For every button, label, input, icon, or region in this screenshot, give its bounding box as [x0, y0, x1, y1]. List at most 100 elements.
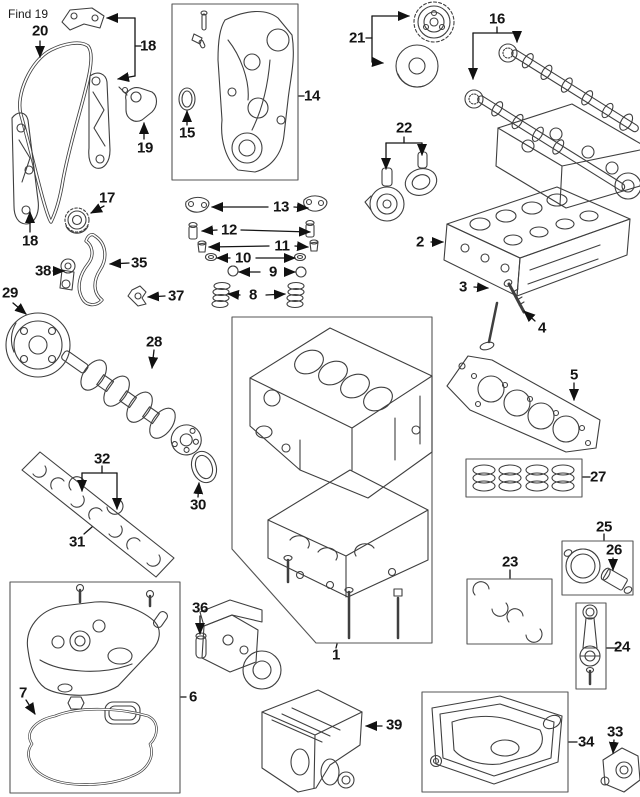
callout-15[interactable]: 15: [178, 124, 196, 142]
piston-rings-box: [465, 458, 583, 498]
callout-3[interactable]: 3: [458, 278, 468, 296]
piston-box: [561, 540, 634, 596]
callout-20[interactable]: 20: [31, 22, 49, 40]
spring-retainer-right: [293, 252, 307, 262]
valve-spring-left: [211, 281, 231, 309]
callout-12[interactable]: 12: [220, 221, 238, 239]
callout-26[interactable]: 26: [605, 541, 623, 559]
callout-18-bottom[interactable]: 18: [21, 232, 39, 250]
callout-37[interactable]: 37: [167, 287, 185, 305]
callout-35[interactable]: 35: [130, 254, 148, 272]
callout-1[interactable]: 1: [331, 646, 341, 664]
rod-bearing-shells: [472, 581, 543, 643]
valve-cover-box: [9, 581, 181, 794]
callout-27[interactable]: 27: [589, 468, 607, 486]
chain-guide-right: [88, 72, 111, 169]
callout-19[interactable]: 19: [136, 139, 154, 157]
cylinder-head: [443, 186, 631, 297]
valve-spring-right: [286, 281, 305, 309]
piston-ring-sets: [472, 464, 575, 492]
oil-control-valves: [364, 151, 438, 222]
main-bearing-set: [21, 451, 175, 578]
oil-pan: [429, 695, 563, 785]
head-bolt: [503, 279, 526, 314]
callout-4[interactable]: 4: [537, 319, 547, 337]
callout-22[interactable]: 22: [395, 119, 413, 137]
callout-38[interactable]: 38: [34, 262, 52, 280]
oil-cooler: [600, 747, 640, 793]
chain-tensioner: [118, 86, 158, 122]
callout-14[interactable]: 14: [303, 87, 321, 105]
valve-cover: [26, 583, 169, 725]
timing-cover-box: [171, 3, 299, 181]
callout-5[interactable]: 5: [569, 366, 579, 384]
piston-and-pin: [563, 548, 633, 594]
oil-pump-chain: [77, 233, 107, 307]
callout-2[interactable]: 2: [415, 233, 425, 251]
lower-crankcase: [267, 469, 429, 598]
valve-keeper-left: [197, 240, 207, 253]
callout-leaders: [12, 11, 620, 754]
vvt-sprockets: [395, 1, 455, 88]
callout-16[interactable]: 16: [488, 10, 506, 28]
callout-36[interactable]: 36: [191, 599, 209, 617]
spring-seat-left: [227, 265, 239, 277]
crankshaft: [61, 350, 202, 456]
callout-34[interactable]: 34: [577, 733, 595, 751]
callout-28[interactable]: 28: [145, 333, 163, 351]
timing-chain: [18, 41, 93, 224]
callout-13[interactable]: 13: [272, 198, 290, 216]
timing-cover: [217, 10, 294, 173]
block-bolts: [283, 554, 403, 640]
balance-shaft-module: [261, 689, 363, 793]
crank-sprocket: [64, 207, 90, 234]
camshafts: [464, 43, 640, 209]
callout-9[interactable]: 9: [268, 263, 278, 281]
callout-21[interactable]: 21: [348, 29, 366, 47]
callout-32[interactable]: 32: [93, 450, 111, 468]
callout-18-top[interactable]: 18: [139, 37, 157, 55]
lash-adjuster-right: [305, 219, 315, 238]
callout-6[interactable]: 6: [188, 688, 198, 706]
valve-cover-gasket: [27, 707, 158, 786]
oil-pump: [195, 599, 282, 690]
chain-bracket: [61, 7, 105, 31]
callout-25[interactable]: 25: [595, 518, 613, 536]
callout-24[interactable]: 24: [613, 638, 631, 656]
callout-33[interactable]: 33: [606, 723, 624, 741]
callout-10[interactable]: 10: [234, 249, 252, 267]
chain-guide-left: [11, 112, 39, 225]
cylinder-block: [249, 327, 433, 499]
rocker-arm-right: [303, 195, 328, 212]
chain-tensioner-arm: [59, 258, 76, 291]
callout-39[interactable]: 39: [385, 716, 403, 734]
connecting-rod: [579, 604, 601, 686]
callout-31[interactable]: 31: [68, 533, 86, 551]
callout-7[interactable]: 7: [18, 684, 28, 702]
group-boxes: [9, 3, 634, 794]
find-instruction: Find 19: [8, 7, 49, 21]
lash-adjuster-left: [188, 221, 198, 240]
rod-bearings-box: [466, 578, 553, 645]
front-seal: [178, 87, 196, 111]
cover-bolts: [191, 10, 208, 49]
rear-seal: [190, 450, 218, 484]
spring-seat-right: [295, 266, 307, 278]
callout-23[interactable]: 23: [501, 553, 519, 571]
callout-17[interactable]: 17: [98, 189, 116, 207]
callout-30[interactable]: 30: [189, 496, 207, 514]
callout-11[interactable]: 11: [274, 237, 290, 255]
engine-block-box: [231, 316, 433, 644]
small-bracket-37: [127, 285, 147, 307]
head-gasket: [446, 355, 601, 453]
rocker-arm-left: [185, 196, 210, 213]
crank-pulley: [5, 312, 71, 378]
thrust-bearings: [68, 476, 124, 515]
valve-keeper-right: [309, 239, 319, 252]
connecting-rod-box: [575, 602, 607, 690]
callout-8[interactable]: 8: [248, 286, 258, 304]
callout-29[interactable]: 29: [1, 284, 19, 302]
intake-valve: [479, 301, 499, 351]
